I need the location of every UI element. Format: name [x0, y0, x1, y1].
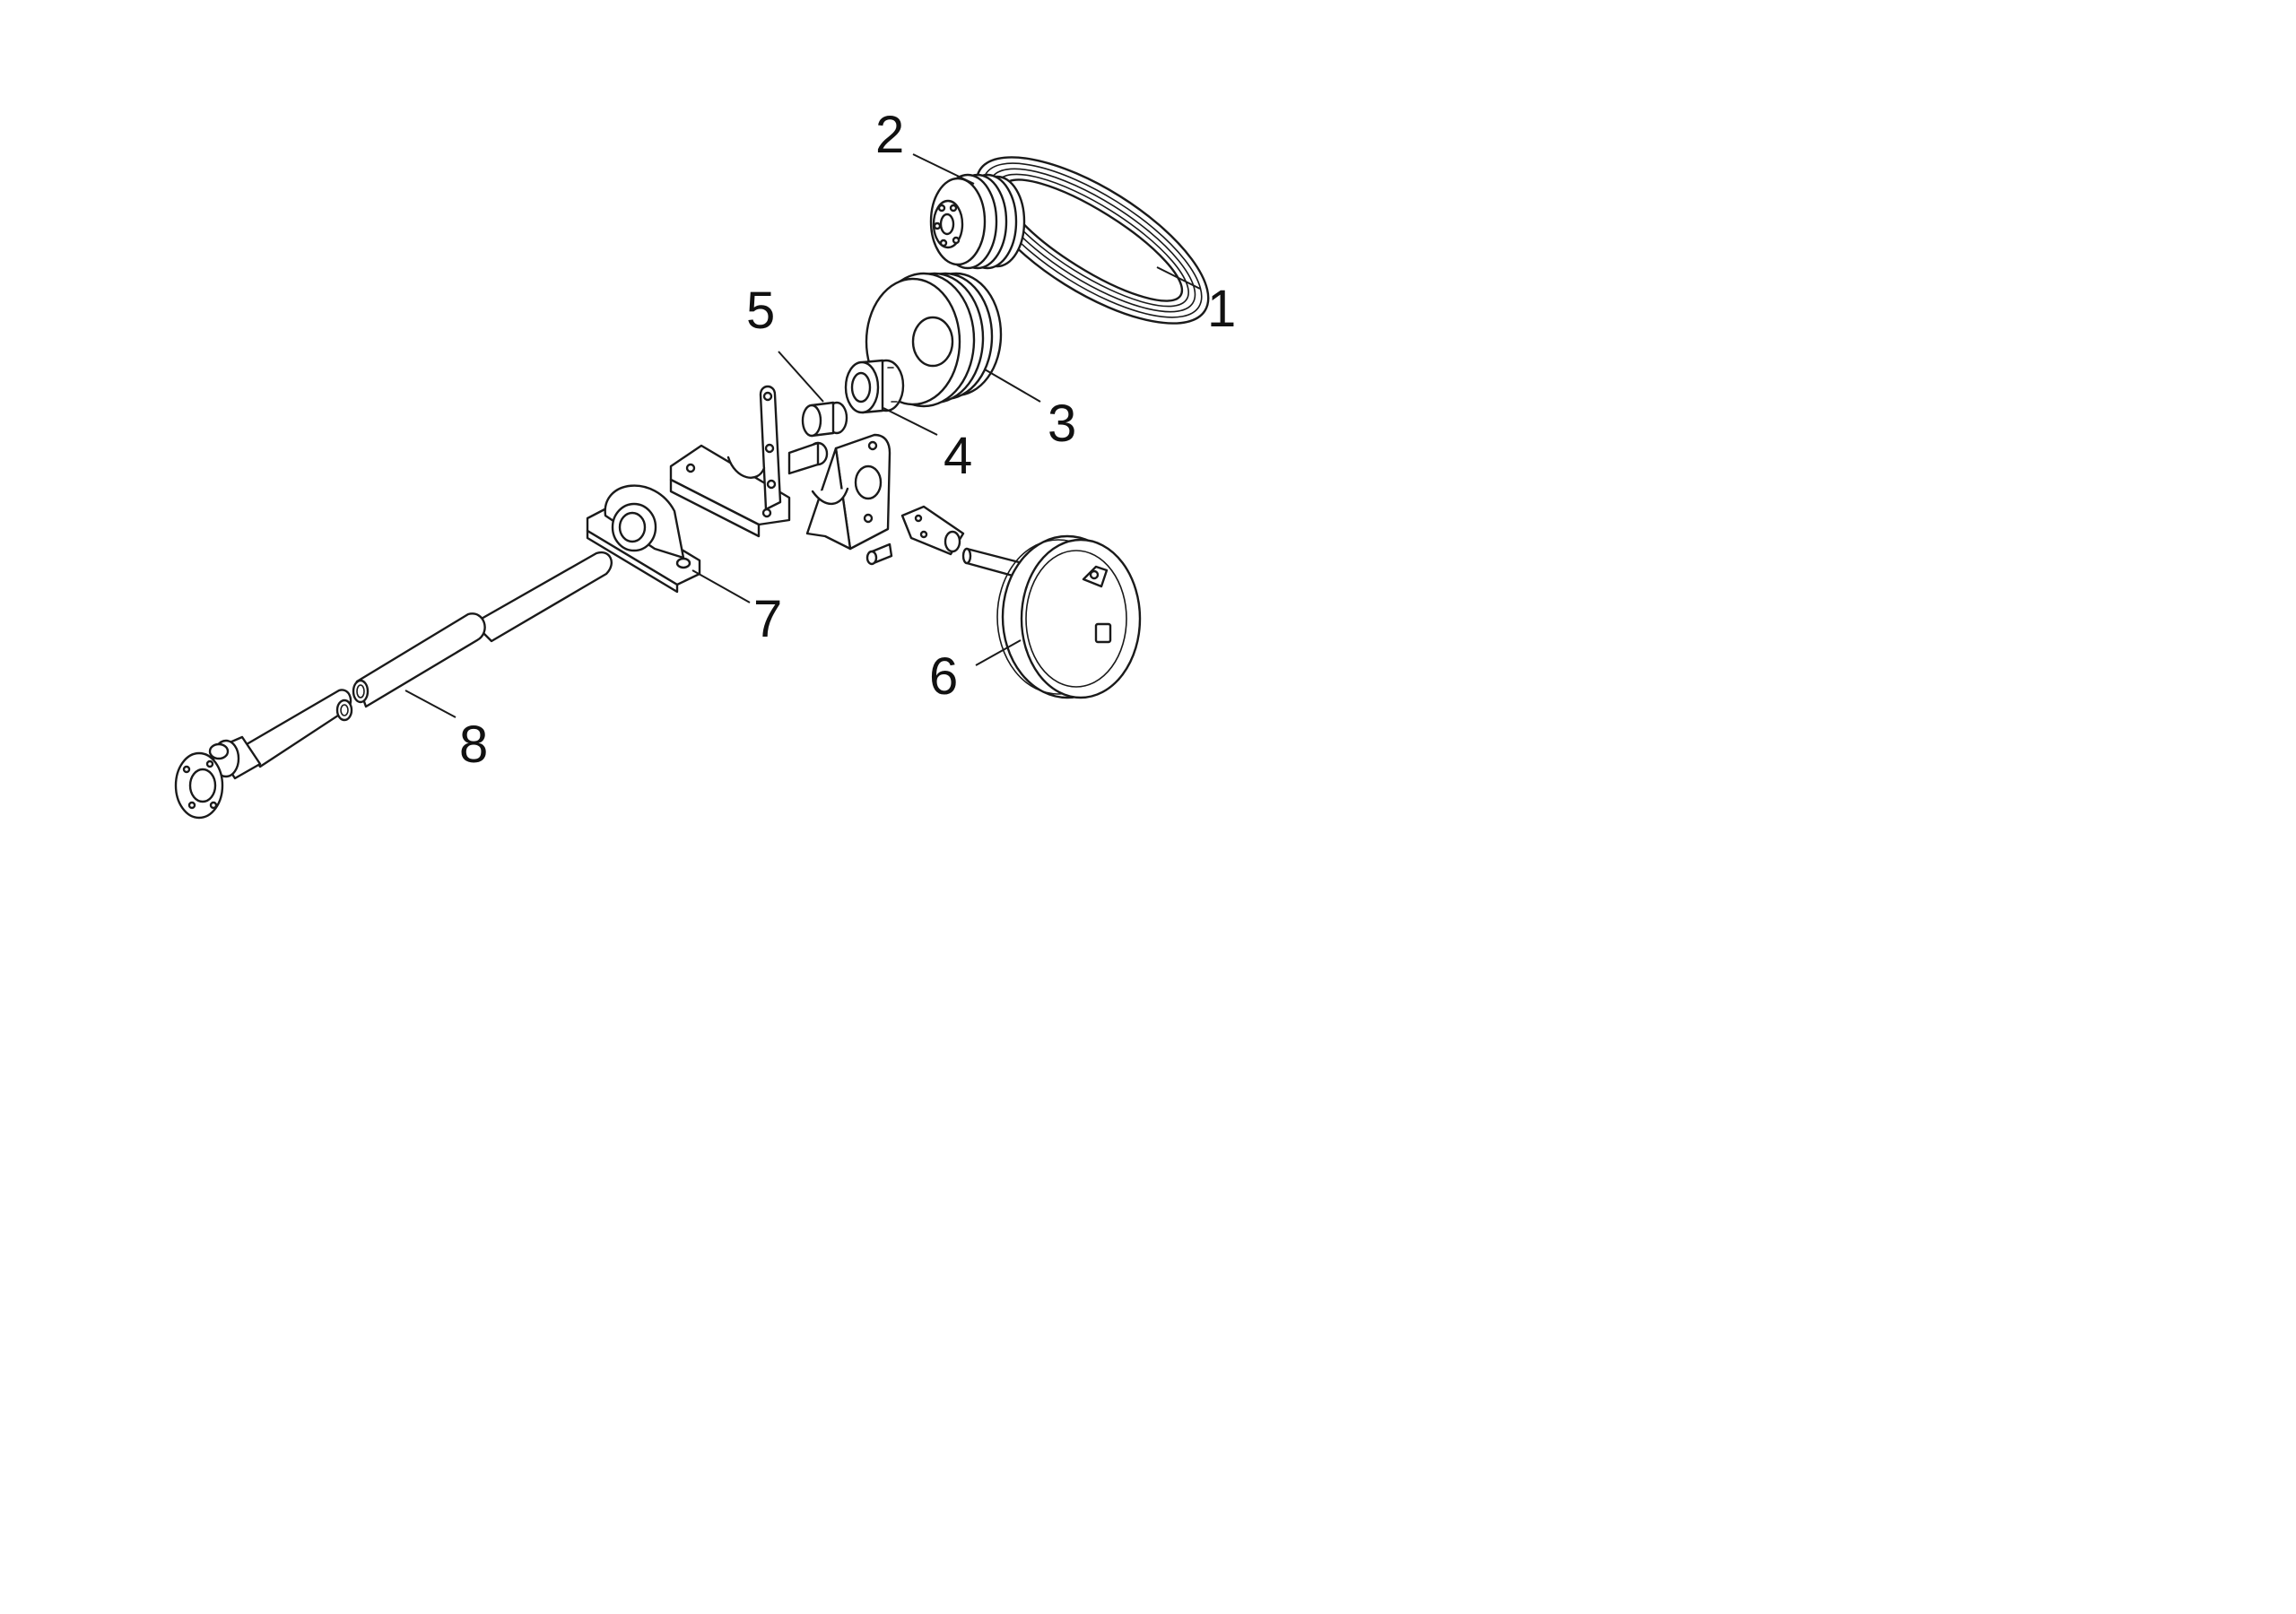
leader-line-8	[404, 690, 457, 718]
bearing-sleeve-part	[801, 401, 848, 438]
leader-line-3	[984, 369, 1041, 403]
motor-drum-part	[961, 534, 1142, 699]
callout-number-3: 3	[1048, 395, 1076, 453]
mounting-bracket	[669, 385, 829, 538]
small-pulley-part	[929, 173, 1026, 270]
callout-number-8: 8	[459, 716, 488, 774]
leader-line-5	[778, 351, 824, 403]
leader-line-1	[1156, 266, 1201, 290]
callout-number-7: 7	[753, 590, 782, 648]
side-bracket	[805, 433, 891, 551]
pillow-block-bearing-part	[586, 484, 701, 594]
callout-number-4: 4	[944, 427, 972, 485]
callout-number-6: 6	[929, 647, 958, 706]
pto-drive-shaft-part	[174, 551, 613, 820]
leader-line-2	[912, 153, 975, 185]
exploded-parts-diagram: 1 2 3 4 5 6 7 8	[174, 106, 1236, 820]
clevis-joint	[900, 505, 965, 556]
callout-number-2: 2	[875, 106, 904, 164]
large-pulley-part	[865, 272, 1003, 408]
taper-bushing-part	[844, 359, 905, 414]
leader-line-6	[975, 639, 1022, 666]
callout-number-1: 1	[1207, 280, 1236, 338]
hex-bolt	[865, 542, 893, 566]
leader-line-4	[883, 407, 938, 436]
callout-number-5: 5	[746, 282, 775, 340]
leader-line-7	[691, 569, 751, 603]
